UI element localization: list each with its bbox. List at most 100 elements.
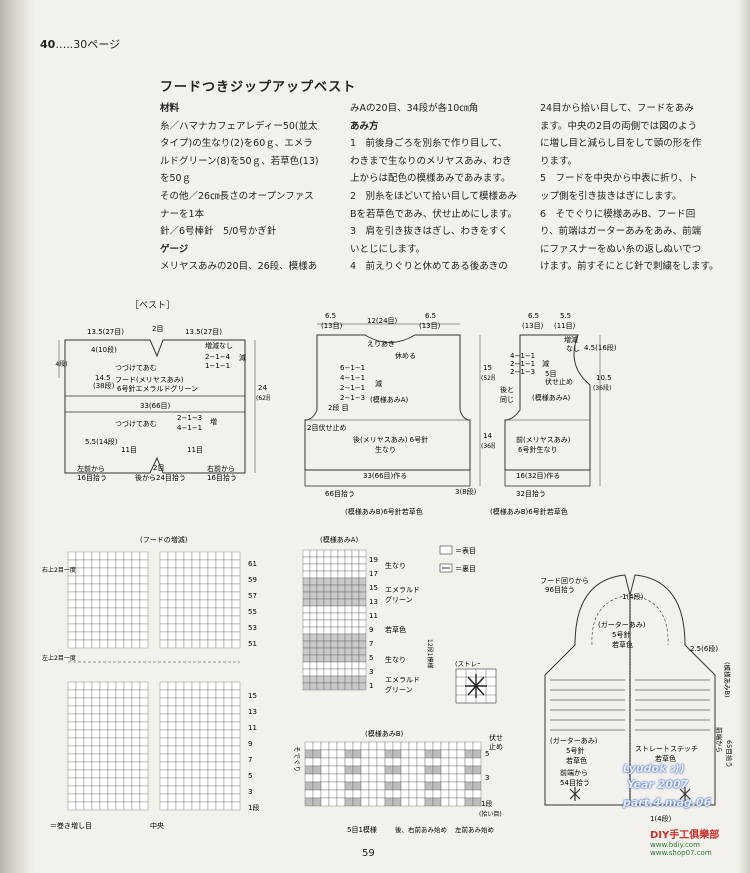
hood-chart-cell: [123, 583, 133, 593]
hood-chart-cell: [83, 705, 93, 715]
hood-pick-y: 左前から: [77, 464, 105, 473]
pattern-b-cell: [448, 797, 458, 807]
hood-chart-cell: [107, 567, 117, 577]
pattern-a-cell: [302, 598, 311, 607]
pattern-a-cell: [358, 612, 367, 621]
pattern-b-cell: [432, 749, 442, 759]
pattern-b-cell: [464, 773, 474, 783]
hood-chart-cell: [167, 639, 177, 649]
hood-chart-cell: [183, 599, 193, 609]
pattern-b-cell: [360, 741, 370, 751]
hood-chart-cell: [91, 793, 101, 803]
hood-row-15: 15: [248, 692, 257, 700]
front-dim-h2b: (36段): [593, 384, 611, 392]
pattern-a-cell: [351, 591, 360, 600]
pattern-b-cell: [448, 789, 458, 799]
front-dim-h2: 10.5: [596, 374, 612, 382]
pattern-b-cell: [360, 773, 370, 783]
hood-chart-cell: [99, 583, 109, 593]
pattern-a-cell: [309, 675, 318, 684]
hood-chart-cell: [207, 769, 217, 779]
hood-chart-cell: [159, 801, 169, 811]
pattern-b-cell: [400, 773, 410, 783]
hood-chart-cell: [167, 713, 177, 723]
pattern-a-cell: [337, 661, 346, 670]
hood-chart-cell: [207, 689, 217, 699]
hood-chart-cell: [115, 567, 125, 577]
pattern-b-cell: [304, 773, 314, 783]
pattern-b-cell: [312, 781, 322, 791]
hood-chart-cell: [199, 753, 209, 763]
method-column-2: 24目から拾い目して、フードをあみ ます。中央の2目の両側では図のよう に増し目…: [540, 100, 720, 276]
pattern-a-cell: [302, 619, 311, 628]
hood-chart-cell: [115, 769, 125, 779]
hood-chart-cell: [191, 705, 201, 715]
hood-chart-cell: [131, 689, 141, 699]
hood-chart-cell: [91, 697, 101, 707]
hood-chart-cell: [183, 591, 193, 601]
hood-chart-cell: [131, 753, 141, 763]
pattern-b-cell: [456, 797, 466, 807]
pattern-b-cell: [328, 773, 338, 783]
hood-chart-cell: [123, 567, 133, 577]
hood-dim-b: 2目: [152, 325, 163, 333]
hood-chart-cell: [91, 737, 101, 747]
hood-chart-cell: [231, 777, 241, 787]
pattern-b-cell: [376, 741, 386, 751]
hood-chart-cell: [231, 599, 241, 609]
hood-chart-cell: [159, 599, 169, 609]
hood-chart-cell: [183, 559, 193, 569]
hood-chart-cell: [183, 705, 193, 715]
hood-chart-cell: [139, 793, 149, 803]
hood-chart-cell: [123, 801, 133, 811]
hood-chart-cell: [83, 777, 93, 787]
pattern-b-cell: [408, 757, 418, 767]
pattern-b-cell: [376, 781, 386, 791]
hood-chart-cell: [91, 583, 101, 593]
pattern-a-cell: [316, 682, 325, 691]
hood-chart-cell: [91, 551, 101, 561]
pattern-b-cell: [424, 757, 434, 767]
hood-chart-cell: [123, 689, 133, 699]
hood-chart-cell: [115, 681, 125, 691]
hood-chart-cell: [91, 705, 101, 715]
pattern-b-cell: [472, 757, 482, 767]
hood-chart-cell: [223, 615, 233, 625]
hood-chart-cell: [191, 777, 201, 787]
hood-note-e: 増減なし: [205, 341, 233, 350]
pattern-b-cell: [400, 757, 410, 767]
back-dec-4: 2−1−3: [340, 394, 365, 402]
hood-chart-cell: [131, 705, 141, 715]
front-dim-w2b: (11目): [554, 322, 576, 330]
hood-chart-cell: [99, 737, 109, 747]
finished-note-l: 5号針: [566, 746, 584, 755]
hood-chart-cell: [99, 599, 109, 609]
hood-chart-cell: [139, 785, 149, 795]
pattern-a-cell: [323, 619, 332, 628]
pattern-a-cell: [309, 640, 318, 649]
hood-chart-cell: [175, 559, 185, 569]
hood-chart-cell: [191, 551, 201, 561]
pattern-b-cell: [360, 757, 370, 767]
front-band-label: (模様あみB)6号針若草色: [490, 507, 568, 516]
hood-chart-cell: [131, 713, 141, 723]
pattern-a-cell: [316, 654, 325, 663]
back-note-n1: えりあき: [367, 340, 395, 348]
hood-chart-cell: [159, 705, 169, 715]
hood-chart-cell: [183, 745, 193, 755]
hood-chart-cell: [175, 705, 185, 715]
hood-chart-cell: [139, 551, 149, 561]
finished-note-r: 1(4段): [650, 814, 672, 823]
hood-chart-title: (フードの増減): [140, 535, 188, 544]
pattern-a-cell: [344, 654, 353, 663]
pattern-a-cell: [330, 612, 339, 621]
hood-chart-cell: [107, 599, 117, 609]
pattern-a-cell: [344, 598, 353, 607]
hood-dim-a: 13.5(27目): [87, 328, 124, 336]
hood-chart-cell: [167, 591, 177, 601]
materials-line: を50ｇ: [160, 173, 192, 185]
back-dim-w3b: (13目): [419, 322, 441, 330]
hood-chart-cell: [223, 705, 233, 715]
hood-chart-cell: [223, 591, 233, 601]
hood-chart-cell: [167, 551, 177, 561]
